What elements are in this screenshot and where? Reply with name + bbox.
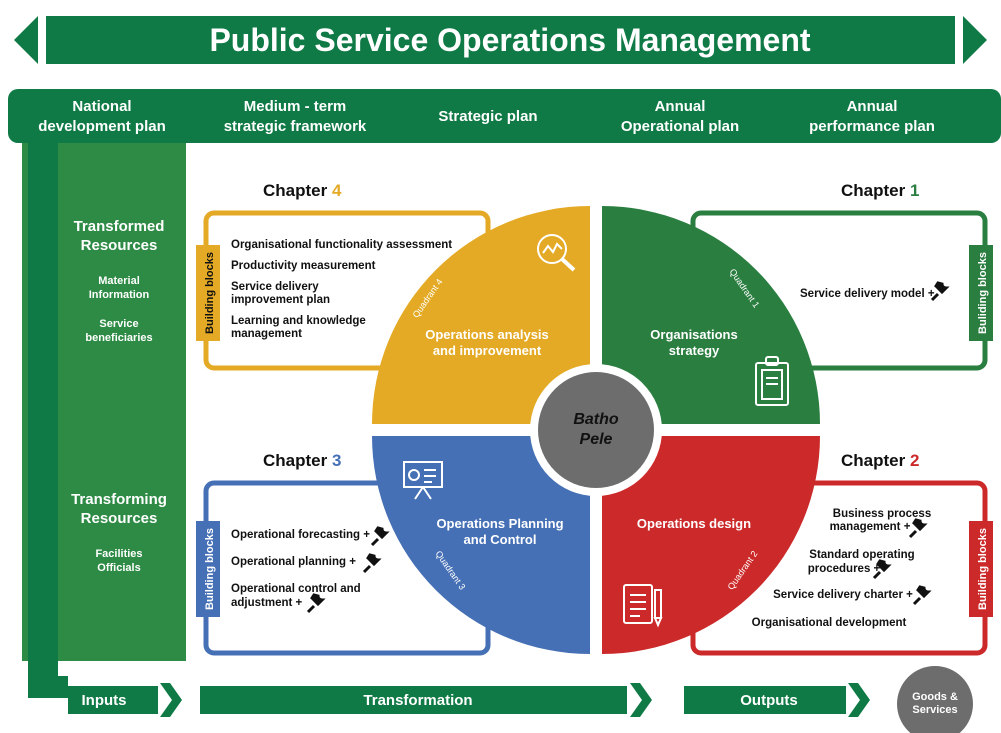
- box-2-tab: [969, 521, 993, 617]
- transformation-chevron-icon: [630, 683, 652, 717]
- center-line1: Batho: [573, 411, 619, 428]
- transformed-item-3: Service: [99, 318, 138, 330]
- plan-mtsf-line2: strategic framework: [224, 118, 367, 135]
- quadrant-4-title2: and improvement: [433, 343, 542, 358]
- box-4-item-4a: Learning and knowledge: [231, 315, 366, 327]
- transformed-item-2: Information: [89, 289, 150, 301]
- box-1-tab-label: Buliding blocks: [977, 252, 989, 334]
- goods-services-line1: Goods &: [912, 691, 958, 703]
- left-chevron-icon: [14, 16, 38, 64]
- wrench-icon: [370, 526, 390, 547]
- box-4-item-3b: improvement plan: [231, 294, 330, 306]
- planning-bar-bg: [8, 89, 1001, 143]
- goods-services-circle: [897, 666, 973, 733]
- transformed-line2: Resources: [81, 237, 158, 254]
- transforming-item-2: Officials: [97, 562, 140, 574]
- box-2-item-1b: management +: [830, 521, 911, 533]
- plan-strategic: Strategic plan: [438, 108, 537, 125]
- plan-national-line2: development plan: [38, 118, 166, 135]
- box-4-tab-label: Building blocks: [204, 252, 216, 334]
- box-3-item-3a: Operational control and: [231, 583, 361, 595]
- quadrant-3-title1: Operations Planning: [436, 516, 563, 531]
- center-line2: Pele: [580, 431, 613, 448]
- outputs-chevron-icon: [848, 683, 870, 717]
- chapter-3-heading: Chapter 3: [263, 451, 341, 470]
- transforming-item-1: Facilities: [95, 548, 142, 560]
- input-connector: [28, 143, 58, 698]
- box-4-item-1: Organisational functionality assessment: [231, 239, 452, 251]
- center-disc: [538, 372, 654, 488]
- goods-services-line2: Services: [912, 704, 957, 716]
- analytics-magnifier-icon: [537, 234, 576, 272]
- quadrant-4-title1: Operations analysis: [425, 327, 549, 342]
- clipboard-icon: [755, 356, 789, 406]
- chapter-headings: Chapter 4 Chapter 1 Chapter 3 Chapter 2: [263, 181, 919, 470]
- quadrant-1-title1: Organisations: [650, 327, 737, 342]
- inputs-chevron-icon: [160, 683, 182, 717]
- wrench-icon: [362, 553, 382, 574]
- box-1-tab: [969, 245, 993, 341]
- transformed-item-1: Material: [98, 275, 140, 287]
- quadrant-wheel: Batho Pele Operations analysis and impro…: [372, 206, 820, 654]
- flow-outputs: Outputs: [740, 692, 798, 709]
- box-4-item-3a: Service delivery: [231, 281, 319, 293]
- right-chevron-icon: [963, 16, 987, 64]
- transformed-item-4: beneficiaries: [85, 332, 152, 344]
- box-2-item-2a: Standard operating: [809, 549, 914, 561]
- quadrant-2: [602, 436, 820, 654]
- document-pen-icon: [623, 584, 663, 628]
- input-connector-foot: [28, 676, 68, 698]
- box-2-item-3: Service delivery charter +: [773, 589, 913, 601]
- wrench-icon: [912, 585, 932, 606]
- plan-perf-line1: Annual: [847, 98, 898, 115]
- box-4-item-4b: management: [231, 328, 302, 340]
- quadrant-2-title1: Operations design: [637, 516, 751, 531]
- plan-national-line1: National: [72, 98, 131, 115]
- plan-perf-line2: performance plan: [809, 118, 935, 135]
- side-panel: Transformed Resources Material Informati…: [22, 143, 186, 698]
- flow-bar: Inputs Transformation Outputs Goods & Se…: [68, 666, 973, 733]
- box-2-item-2b: procedures +: [808, 563, 881, 575]
- plan-mtsf-line1: Medium - term: [244, 98, 347, 115]
- wrench-icon: [908, 518, 928, 539]
- inputs-bar: [68, 686, 158, 714]
- transformed-line1: Transformed: [74, 218, 165, 235]
- chapter-2-heading: Chapter 2: [841, 451, 919, 470]
- box-4-item-2: Productivity measurement: [231, 260, 376, 272]
- box-1-item-1: Service delivery model +: [800, 288, 935, 300]
- box-2-item-1a: Business process: [833, 508, 931, 520]
- transforming-line1: Transforming: [71, 491, 167, 508]
- box-3-item-1: Operational forecasting +: [231, 529, 370, 541]
- quadrant-4: [372, 206, 590, 424]
- quadrant-1-title2: strategy: [669, 343, 720, 358]
- quadrant-3-title2: and Control: [464, 532, 537, 547]
- title-bar: [46, 16, 955, 64]
- chapter-4-heading: Chapter 4: [263, 181, 342, 200]
- box-2-item-4: Organisational development: [752, 617, 907, 629]
- flow-inputs: Inputs: [82, 692, 127, 709]
- wrench-icon: [306, 593, 326, 614]
- title-banner: Public Service Operations Management: [14, 16, 987, 64]
- box-3-tab-label: Building blocks: [204, 528, 216, 610]
- chapter-1-heading: Chapter 1: [841, 181, 919, 200]
- outputs-bar: [684, 686, 846, 714]
- planning-bar: National development plan Medium - term …: [8, 89, 1001, 143]
- box-2-tab-label: Building blocks: [977, 528, 989, 610]
- page-title: Public Service Operations Management: [209, 22, 810, 58]
- box-3-item-3b: adjustment +: [231, 597, 303, 609]
- flow-transformation: Transformation: [363, 692, 472, 709]
- box-4-tab: [196, 245, 220, 341]
- plan-app-line1: Annual: [655, 98, 706, 115]
- plan-app-line2: Operational plan: [621, 118, 739, 135]
- wrench-icon: [872, 559, 892, 580]
- wrench-icon: [930, 281, 950, 302]
- transforming-line2: Resources: [81, 510, 158, 527]
- transformation-bar: [200, 686, 627, 714]
- box-3-item-2: Operational planning +: [231, 556, 356, 568]
- presentation-board-icon: [403, 461, 443, 500]
- box-3-tab: [196, 521, 220, 617]
